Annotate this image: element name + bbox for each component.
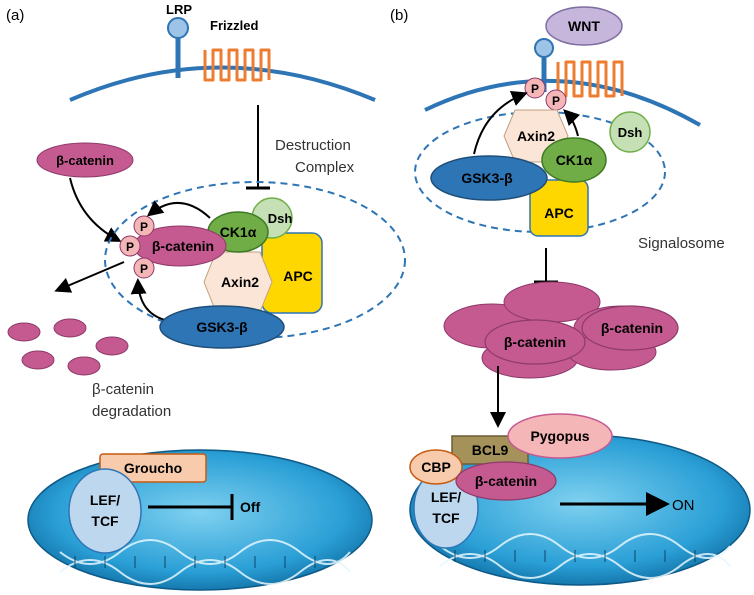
dsh-label-b: Dsh [618,125,643,140]
phosphate-group-b: P P [524,77,567,111]
off-label: Off [240,499,261,515]
dna-rungs-a [74,556,316,568]
arrow-to-degradation [54,261,125,293]
arrow-ck1a-phosphorylation [146,200,211,219]
pygopus-label: Pygopus [530,428,589,444]
degradation-label-line1: β-catenin [92,381,154,398]
frizzled-label: Frizzled [210,18,258,33]
cbp-label: CBP [421,459,451,475]
dsh-protein-b [609,111,651,153]
nuclear-beta-catenin-label: β-catenin [475,473,537,489]
frizzled-receptor-b [556,60,624,98]
beta-catenin-2-label: β-catenin [601,320,663,336]
bcl9-label: BCL9 [472,442,509,458]
gsk3b-label-b: GSK3-β [461,170,513,186]
on-label: ON [672,497,695,514]
dna-rungs-b [454,550,696,562]
degradation-label-line2: degradation [92,403,171,420]
gsk3b-protein-b [430,155,548,201]
destruction-label-line2: Complex [295,159,355,176]
groucho-protein [99,453,207,483]
panel-a-label: (a) [6,7,24,24]
nuclear-beta-catenin [455,461,557,501]
degraded-beta-catenin-fragments [7,318,129,376]
lef-tcf-a-line2: TCF [91,513,119,529]
groucho-label: Groucho [124,460,182,476]
arrow-gsk3b-to-lrp [473,91,528,155]
beta-catenin-1-label: β-catenin [504,334,566,350]
signalosome-label: Signalosome [638,235,725,252]
arrow-ck1a-to-lrp [563,109,581,137]
phosphate-group-a: P P P [119,215,155,279]
lrp-receptor [167,17,189,78]
cbp-protein [409,449,463,485]
dna-helix-b [439,533,731,579]
svg-text:P: P [531,82,539,96]
ck1a-label-a: CK1α [220,224,257,240]
panel-a: (a) LRP Frizzled Destruction Complex β-c… [6,2,406,591]
free-beta-catenin [36,142,134,178]
gsk3b-protein-a [159,305,285,349]
svg-text:P: P [140,220,148,234]
svg-text:P: P [552,94,560,108]
pygopus-protein [507,413,613,459]
lef-tcf-b-line1: LEF/ [431,489,461,505]
lrp-label: LRP [166,2,192,17]
panel-b-label: (b) [390,7,408,24]
axin2-label-b: Axin2 [517,128,555,144]
ck1a-protein-b [541,137,607,183]
beta-catenin-1 [484,319,586,365]
arrow-betacat-to-complex [69,177,122,242]
beta-catenin-2 [581,305,679,351]
lef-tcf-b-line2: TCF [432,510,460,526]
frizzled-receptor [203,48,271,82]
apc-label-a: APC [283,268,313,284]
dna-helix-a [59,539,351,585]
apc-label-b: APC [544,205,574,221]
svg-text:P: P [126,240,134,254]
complex-beta-catenin-label: β-catenin [152,238,214,254]
free-beta-catenin-label: β-catenin [56,153,114,168]
cell-membrane-b [424,78,701,127]
panel-b: (b) WNT P P APC Axin2 Dsh [390,6,751,586]
gsk3b-label-a: GSK3-β [196,319,248,335]
wnt-ligand [545,6,623,46]
dsh-label-a: Dsh [268,211,293,226]
wnt-label: WNT [568,18,600,34]
lef-tcf-a [68,468,142,554]
ck1a-label-b: CK1α [556,152,593,168]
lef-tcf-a-line1: LEF/ [90,492,120,508]
axin2-label-a: Axin2 [221,274,259,290]
svg-text:P: P [140,262,148,276]
destruction-label-line1: Destruction [275,137,351,154]
